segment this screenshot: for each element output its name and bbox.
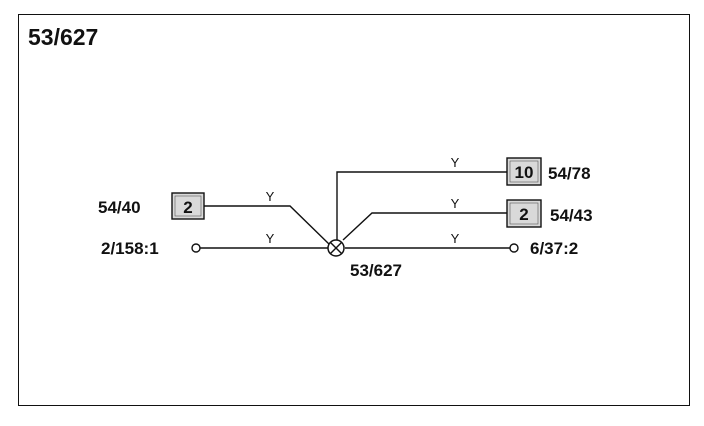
- splice-label: 53/627: [350, 261, 402, 280]
- connector-label-54-43: 54/43: [550, 206, 593, 225]
- wire-54-40: [204, 205, 331, 246]
- wire-color-label: Y: [451, 155, 460, 170]
- connector-54-40: 2: [171, 192, 205, 220]
- diagram-title: 53/627: [28, 24, 98, 50]
- connector-54-78: 10: [506, 157, 542, 186]
- terminal-6-37-icon: [509, 243, 519, 253]
- connector-pin: 2: [519, 205, 528, 224]
- terminal-2-158-icon: [191, 243, 201, 253]
- splice-icon: [327, 239, 345, 257]
- connector-pin: 10: [515, 163, 534, 182]
- diagram-frame: [18, 14, 690, 406]
- wire-color-label: Y: [451, 231, 460, 246]
- connector-label-54-40: 54/40: [98, 198, 141, 217]
- terminal-label-2-158: 2/158:1: [101, 239, 159, 258]
- wire-color-label: Y: [451, 196, 460, 211]
- wire-color-label: Y: [266, 231, 275, 246]
- wire-54-78: [336, 171, 507, 240]
- connector-label-54-78: 54/78: [548, 164, 591, 183]
- terminal-label-6-37: 6/37:2: [530, 239, 578, 258]
- wire-54-43: [342, 212, 507, 241]
- connector-54-43: 2: [506, 199, 542, 228]
- connector-pin: 2: [183, 198, 192, 217]
- wire-color-label: Y: [266, 189, 275, 204]
